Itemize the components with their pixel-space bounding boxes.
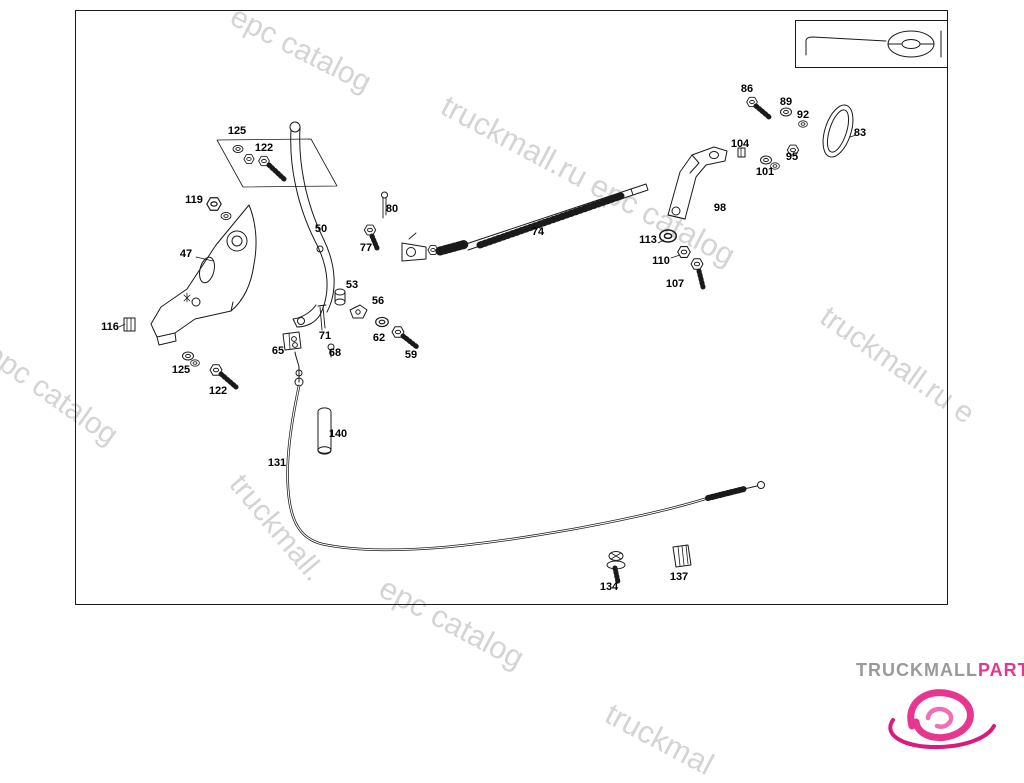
sleeve-140 — [317, 407, 332, 455]
screw-134 — [606, 551, 626, 585]
labels-layer: 125 122 119 47 116 125 122 50 80 77 53 56 71 65 68 62 59… — [101, 83, 867, 593]
part-label-122: 122 — [208, 385, 228, 397]
part-label-77: 77 — [359, 242, 373, 254]
bolt-122-top — [258, 155, 287, 182]
part-label-56: 56 — [371, 295, 385, 307]
callout-box — [216, 138, 338, 188]
steering-position-legend — [795, 20, 948, 68]
part-label-74: 74 — [531, 226, 545, 238]
bolt-107 — [690, 258, 706, 290]
clevis-65 — [282, 331, 302, 351]
part-label-125: 125 — [171, 364, 191, 376]
part-label-47: 47 — [179, 248, 193, 260]
part-label-101: 101 — [755, 166, 775, 178]
part-label-119: 119 — [185, 194, 203, 206]
part-label-95: 95 — [785, 151, 799, 163]
bracket-98 — [667, 146, 728, 220]
part-label-104: 104 — [730, 138, 750, 150]
diagram-frame — [75, 10, 948, 605]
part-label-140: 140 — [328, 428, 348, 440]
pin-68 — [327, 343, 335, 358]
part-label-92: 92 — [796, 109, 810, 121]
part-label-71: 71 — [318, 330, 332, 342]
bolt-77 — [363, 224, 380, 251]
part-label-89: 89 — [779, 96, 793, 108]
bracket-47 — [150, 204, 257, 346]
part-label-137: 137 — [669, 571, 689, 583]
part-label-62: 62 — [372, 332, 386, 344]
clip-104 — [737, 147, 746, 158]
part-label-83: 83 — [853, 127, 867, 139]
part-label-131: 131 — [267, 457, 287, 469]
bolt-122-bottom — [209, 364, 239, 390]
part-label-68: 68 — [328, 347, 342, 359]
brake-cable-131 — [286, 351, 765, 552]
part-label-122: 122 — [254, 142, 274, 154]
bolt-59 — [391, 326, 420, 350]
parts-diagram — [75, 10, 996, 750]
part-label-116: 116 — [101, 321, 119, 333]
pin-71 — [317, 304, 327, 331]
leader-lines — [118, 134, 857, 328]
brand-logo-swirl — [888, 689, 996, 750]
part-label-86: 86 — [740, 83, 754, 95]
part-label-80: 80 — [385, 203, 399, 215]
bushing-53 — [334, 288, 346, 306]
brake-rod-74 — [401, 183, 649, 262]
cam-lever-56 — [349, 304, 368, 319]
brand-name-primary: TRUCKMALL — [856, 660, 978, 680]
clip-137 — [672, 544, 692, 568]
part-label-65: 65 — [271, 345, 285, 357]
part-label-110: 110 — [652, 255, 670, 267]
brand-name-accent: PARTS — [977, 660, 1024, 680]
hand-brake-lever-50 — [289, 121, 335, 328]
brand-wordmark: TRUCKMALLPARTS — [856, 660, 1024, 681]
part-label-53: 53 — [345, 279, 359, 291]
part-label-113: 113 — [639, 234, 657, 246]
steering-wheel-icon — [887, 30, 935, 58]
part-label-125: 125 — [227, 125, 247, 137]
part-label-134: 134 — [599, 581, 619, 593]
part-label-107: 107 — [665, 278, 685, 290]
part-label-98: 98 — [713, 202, 727, 214]
sealing-ring-83 — [822, 104, 854, 158]
part-label-50: 50 — [314, 223, 328, 235]
part-label-59: 59 — [404, 349, 418, 361]
cotter-pin-80 — [381, 191, 388, 219]
bolt-86 — [746, 96, 772, 120]
